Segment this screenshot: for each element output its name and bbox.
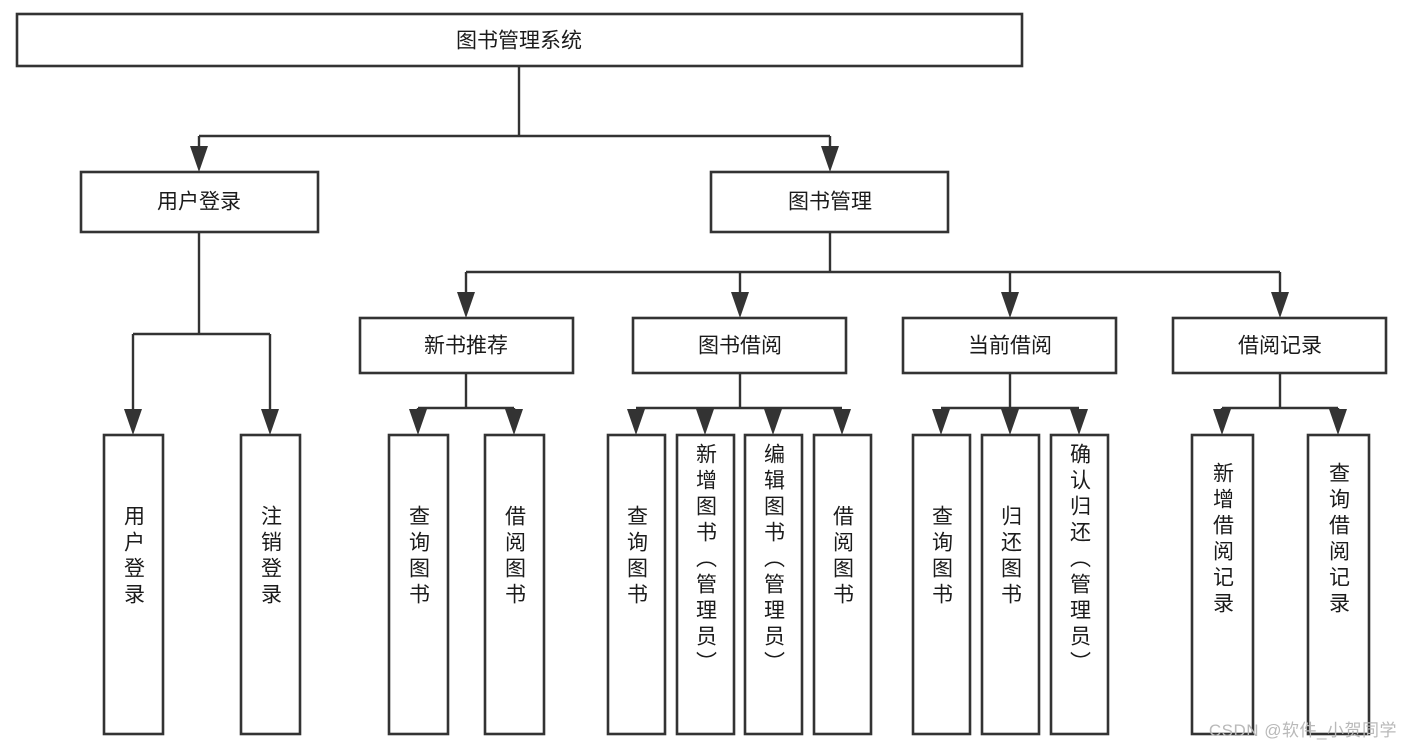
node-user-login-box[interactable]: [79, 170, 320, 234]
leaf-box-user-login-1[interactable]: [102, 433, 165, 736]
node-book-borrow-label: 图书借阅: [698, 335, 782, 358]
arrow-book-mgmt-child-2: [731, 292, 749, 318]
node-borrow-record-label: 借阅记录: [1238, 335, 1322, 358]
node-user-login-label: 用户登录: [157, 191, 241, 214]
node-borrow-record[interactable]: 借阅记录: [1171, 316, 1388, 375]
arrow-current-borrow-leaf-1: [932, 409, 950, 435]
connector-group-book-mgmt: [457, 232, 1289, 318]
arrow-book-borrow-leaf-3: [764, 409, 782, 435]
connector-group-book-borrow: [627, 373, 851, 435]
leaf-box-book-borrow-4[interactable]: [812, 433, 873, 736]
node-user-login[interactable]: 用户登录: [79, 170, 320, 234]
connector-group-user-login: [124, 232, 279, 435]
connector-group-root: [190, 66, 839, 172]
arrow-current-borrow-leaf-2: [1001, 409, 1019, 435]
leaf-box-book-borrow-2[interactable]: [675, 433, 736, 736]
leaf-box-user-login-2[interactable]: [239, 433, 302, 736]
node-root-box[interactable]: [15, 12, 1024, 68]
arrow-user-login-leaf-1: [124, 409, 142, 435]
node-book-management[interactable]: 图书管理: [709, 170, 950, 234]
node-book-borrow-box[interactable]: [631, 316, 848, 375]
leaf-box-new-book-1[interactable]: [387, 433, 450, 736]
arrow-root-to-book-mgmt: [821, 146, 839, 172]
arrow-borrow-record-leaf-2: [1329, 409, 1347, 435]
node-book-borrow[interactable]: 图书借阅: [631, 316, 848, 375]
leaf-box-new-book-2[interactable]: [483, 433, 546, 736]
node-new-book-recommend-label: 新书推荐: [424, 335, 508, 358]
arrow-new-book-leaf-1: [409, 409, 427, 435]
arrow-new-book-leaf-2: [505, 409, 523, 435]
arrow-borrow-record-leaf-1: [1213, 409, 1231, 435]
node-book-management-box[interactable]: [709, 170, 950, 234]
leaf-box-borrow-record-1[interactable]: [1190, 433, 1255, 736]
node-current-borrow-label: 当前借阅: [968, 335, 1052, 358]
leaf-box-current-borrow-1[interactable]: [911, 433, 972, 736]
leaf-box-current-borrow-3[interactable]: [1049, 433, 1110, 736]
csdn-watermark: CSDN @软件_小贺同学: [1208, 721, 1397, 740]
node-book-management-label: 图书管理: [788, 191, 872, 214]
leaf-box-borrow-record-2[interactable]: [1306, 433, 1371, 736]
arrow-book-mgmt-child-1: [457, 292, 475, 318]
arrow-book-borrow-leaf-2: [696, 409, 714, 435]
arrow-root-to-user-login: [190, 146, 208, 172]
leaf-box-book-borrow-1[interactable]: [606, 433, 667, 736]
arrow-book-mgmt-child-3: [1001, 292, 1019, 318]
connector-group-current-borrow: [932, 373, 1088, 435]
node-current-borrow-box[interactable]: [901, 316, 1118, 375]
arrow-book-borrow-leaf-4: [833, 409, 851, 435]
arrow-book-mgmt-child-4: [1271, 292, 1289, 318]
node-new-book-recommend-box[interactable]: [358, 316, 575, 375]
node-root[interactable]: 图书管理系统: [15, 12, 1024, 68]
arrow-book-borrow-leaf-1: [627, 409, 645, 435]
arrow-user-login-leaf-2: [261, 409, 279, 435]
leaf-box-book-borrow-3[interactable]: [743, 433, 804, 736]
node-borrow-record-box[interactable]: [1171, 316, 1388, 375]
node-root-label: 图书管理系统: [456, 30, 582, 53]
arrow-current-borrow-leaf-3: [1070, 409, 1088, 435]
connector-group-new-book: [409, 373, 523, 435]
node-current-borrow[interactable]: 当前借阅: [901, 316, 1118, 375]
node-new-book-recommend[interactable]: 新书推荐: [358, 316, 575, 375]
connector-group-borrow-record: [1213, 373, 1347, 435]
leaf-box-current-borrow-2[interactable]: [980, 433, 1041, 736]
